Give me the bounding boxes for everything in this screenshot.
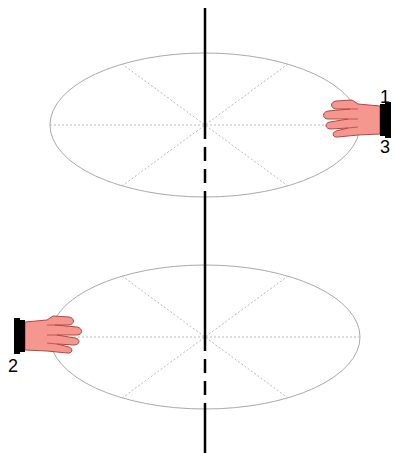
callout-number: 2	[8, 357, 18, 375]
callout-number: 1	[380, 88, 390, 106]
orbit-ellipse	[50, 265, 360, 409]
rotation-axis	[204, 8, 207, 453]
hand-icon	[14, 316, 82, 354]
callout-number: 3	[380, 138, 390, 156]
